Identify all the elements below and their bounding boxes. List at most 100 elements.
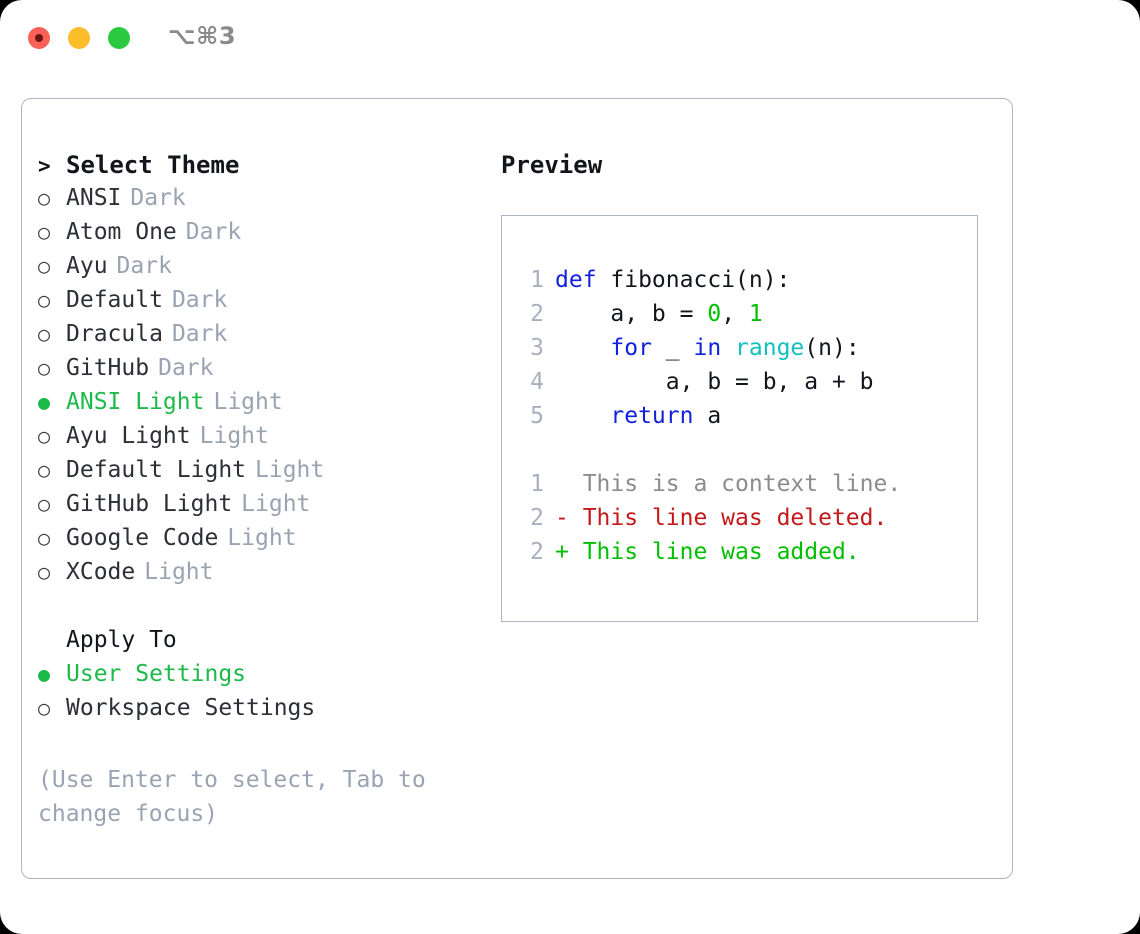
diff-line-number: 2 [530,505,544,531]
radio-unselected-icon[interactable]: ○ [38,186,51,210]
theme-name-label: ANSI [66,185,122,211]
theme-list-item[interactable]: ○ GitHub Dark [38,355,488,389]
code-token-plain: a, b = b, a + b [555,369,874,395]
theme-name-label: XCode [66,559,136,585]
code-token-plain: a [693,403,722,429]
code-line: 1 def fibonacci(n): [514,263,901,297]
radio-unselected-icon[interactable]: ○ [38,560,51,584]
diff-line: 2 + This line was added. [514,535,901,569]
diff-sign [555,467,569,501]
code-line: 4 a, b = b, a + b [514,365,901,399]
theme-list-item[interactable]: ● ANSI Light Light [38,389,488,423]
diff-line-number: 1 [530,471,544,497]
radio-selected-icon[interactable]: ● [38,390,51,414]
code-token-plain: , [721,301,749,327]
theme-name-label: Google Code [66,525,219,551]
theme-list-item[interactable]: ○ Atom One Dark [38,219,488,253]
radio-unselected-icon[interactable]: ○ [38,458,51,482]
radio-unselected-icon[interactable]: ○ [38,526,51,550]
theme-category-label: Light [227,525,297,551]
theme-category-label: Dark [116,253,172,279]
theme-list-item[interactable]: ○ Ayu Light Light [38,423,488,457]
theme-category-label: Dark [158,355,214,381]
radio-unselected-icon[interactable]: ○ [38,696,51,720]
diff-sign: + [555,539,569,565]
code-line-text: def fibonacci(n): [555,263,790,297]
line-number: 2 [530,301,544,327]
theme-list-item[interactable]: ○ Default Dark [38,287,488,321]
code-line-text: a, b = 0, 1 [555,297,763,331]
line-number: 3 [530,335,544,361]
theme-name-label: Ayu Light [66,423,191,449]
theme-name-label: GitHub Light [66,491,233,517]
code-token-kw: in [693,335,722,361]
diff-line: 2- This line was deleted. [514,501,901,535]
theme-category-label: Dark [130,185,186,211]
radio-unselected-icon[interactable]: ○ [38,288,51,312]
apply-to-label: Apply To [66,627,177,653]
diff-line-text: This line was added. [568,539,860,565]
window-minimize-button[interactable] [68,27,90,49]
radio-unselected-icon[interactable]: ○ [38,356,51,380]
diff-line: 1 This is a context line. [514,467,901,501]
apply-to-option[interactable]: ○Workspace Settings [38,695,488,729]
theme-category-label: Light [241,491,311,517]
code-token-kw: return [610,403,694,429]
radio-unselected-icon[interactable]: ○ [38,492,51,516]
apply-to-option-label: User Settings [66,661,247,687]
radio-unselected-icon[interactable]: ○ [38,322,51,346]
theme-category-label: Dark [185,219,242,245]
theme-name-label: GitHub [66,355,150,381]
theme-list-item[interactable]: ○ XCode Light [38,559,488,593]
theme-category-label: Light [144,559,214,585]
code-token-plain [555,335,610,361]
code-token-num: 1 [748,301,763,327]
diff-sign: - [555,505,569,531]
code-token-plain: a, b = [555,301,708,327]
radio-unselected-icon[interactable]: ○ [38,254,51,278]
preview-title: Preview [501,151,603,179]
line-number: 5 [530,403,544,429]
radio-unselected-icon[interactable]: ○ [38,424,51,448]
radio-selected-icon[interactable]: ● [38,662,51,686]
code-line: 2 a, b = 0, 1 [514,297,901,331]
code-token-plain: fibonacci(n): [610,267,791,293]
code-line-text: a, b = b, a + b [555,365,874,399]
theme-picker-heading: > Select Theme [38,151,488,185]
code-token-num: 0 [707,301,722,327]
theme-category-label: Dark [171,321,228,347]
code-blank-line [514,433,901,467]
window-zoom-button[interactable] [108,27,130,49]
line-number: 4 [530,369,544,395]
keyboard-shortcut-label: ⌥⌘3 [168,22,237,50]
theme-category-label: Light [213,389,283,415]
code-token-kw: def [555,267,611,293]
code-line-text: return a [555,399,721,433]
line-number: 1 [530,267,544,293]
theme-name-label: ANSI Light [66,389,205,415]
window-close-button[interactable] [28,27,50,49]
radio-unselected-icon[interactable]: ○ [38,220,51,244]
theme-name-label: Atom One [66,219,177,245]
code-line: 3 for _ in range(n): [514,331,901,365]
theme-category-label: Light [199,423,269,449]
theme-name-label: Default Light [66,457,247,483]
theme-category-label: Dark [171,287,228,313]
apply-to-option[interactable]: ● User Settings [38,661,488,695]
apply-to-options: ● User Settings ○Workspace Settings [38,661,488,729]
theme-list-item[interactable]: ○ GitHub Light Light [38,491,488,525]
theme-name-label: Default [66,287,163,313]
code-token-kw: for [610,335,652,361]
theme-list-item[interactable]: ○ Google Code Light [38,525,488,559]
theme-list-item[interactable]: ○ ANSI Dark [38,185,488,219]
diff-line-number: 2 [530,539,544,565]
